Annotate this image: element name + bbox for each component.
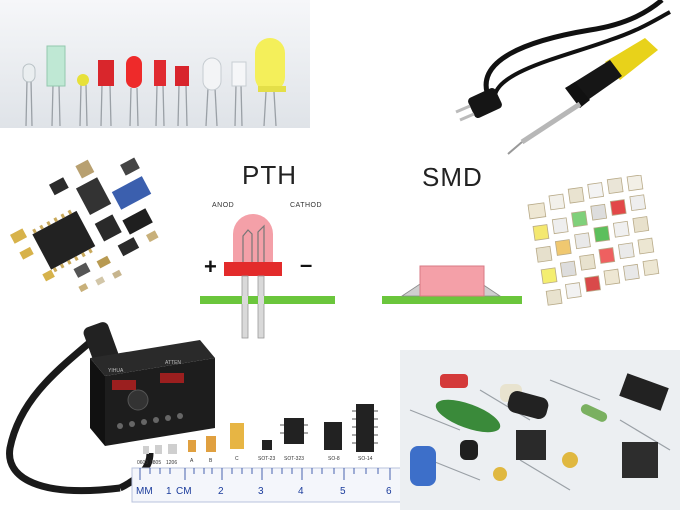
smd-leds-photo	[525, 175, 680, 325]
ruler	[131, 467, 403, 503]
pth-smd-diagram: PTH SMD ANOD CATHOD + –	[190, 150, 530, 350]
station-illustration: YIHUA ATTEN 0603 0805 1206 A B C SOT-23 …	[6, 322, 403, 503]
pth-pcb	[200, 296, 335, 304]
diagram-graphics	[200, 214, 522, 339]
ruler-1: 1	[166, 486, 172, 497]
pkg-label-c: C	[235, 456, 239, 462]
ruler-3: 3	[258, 486, 264, 497]
pkg-label-0603: 0603	[137, 460, 148, 466]
cathode-label: CATHOD	[290, 202, 323, 209]
hot-air-station-photo: YIHUA ATTEN 0603 0805 1206 A B C SOT-23 …	[0, 318, 405, 510]
led-row-illustration	[0, 0, 310, 128]
pkg-label-a: A	[190, 458, 194, 464]
ruler-mm: MM	[136, 486, 153, 497]
pkg-label-sot323: SOT-323	[284, 456, 304, 462]
pkg-label-0805: 0805	[150, 460, 161, 466]
minus-sign: –	[300, 252, 313, 277]
pkg-label-so14: SO-14	[358, 456, 373, 462]
pkg-label-sot23: SOT-23	[258, 456, 275, 462]
led-photo	[0, 0, 310, 128]
pth-title: PTH	[242, 160, 297, 190]
ruler-2: 2	[218, 486, 224, 497]
pkg-label-so8: SO-8	[328, 456, 340, 462]
plus-sign: +	[204, 254, 217, 279]
chips-illustration	[10, 157, 159, 293]
led-flange	[224, 262, 282, 276]
brand-right: ATTEN	[165, 360, 181, 366]
smd-led-grid	[527, 175, 660, 306]
smd-body	[419, 265, 485, 297]
tht-illustration	[400, 350, 680, 510]
pkg-label-b: B	[209, 458, 213, 464]
ruler-cm: CM	[176, 486, 192, 497]
smd-chips-photo	[0, 155, 190, 315]
anode-lead	[241, 275, 249, 339]
soldering-iron-photo	[430, 0, 680, 160]
anode-label: ANOD	[212, 202, 235, 209]
cathode-lead	[257, 275, 265, 339]
smd-title: SMD	[422, 162, 483, 192]
ruler-4: 4	[298, 486, 304, 497]
tht-components-photo	[400, 350, 680, 510]
brand-left: YIHUA	[108, 368, 124, 374]
soldering-iron-illustration	[455, 0, 671, 155]
pkg-label-1206: 1206	[166, 460, 177, 466]
ruler-6: 6	[386, 486, 392, 497]
ruler-5: 5	[340, 486, 346, 497]
smd-pcb	[382, 296, 522, 304]
